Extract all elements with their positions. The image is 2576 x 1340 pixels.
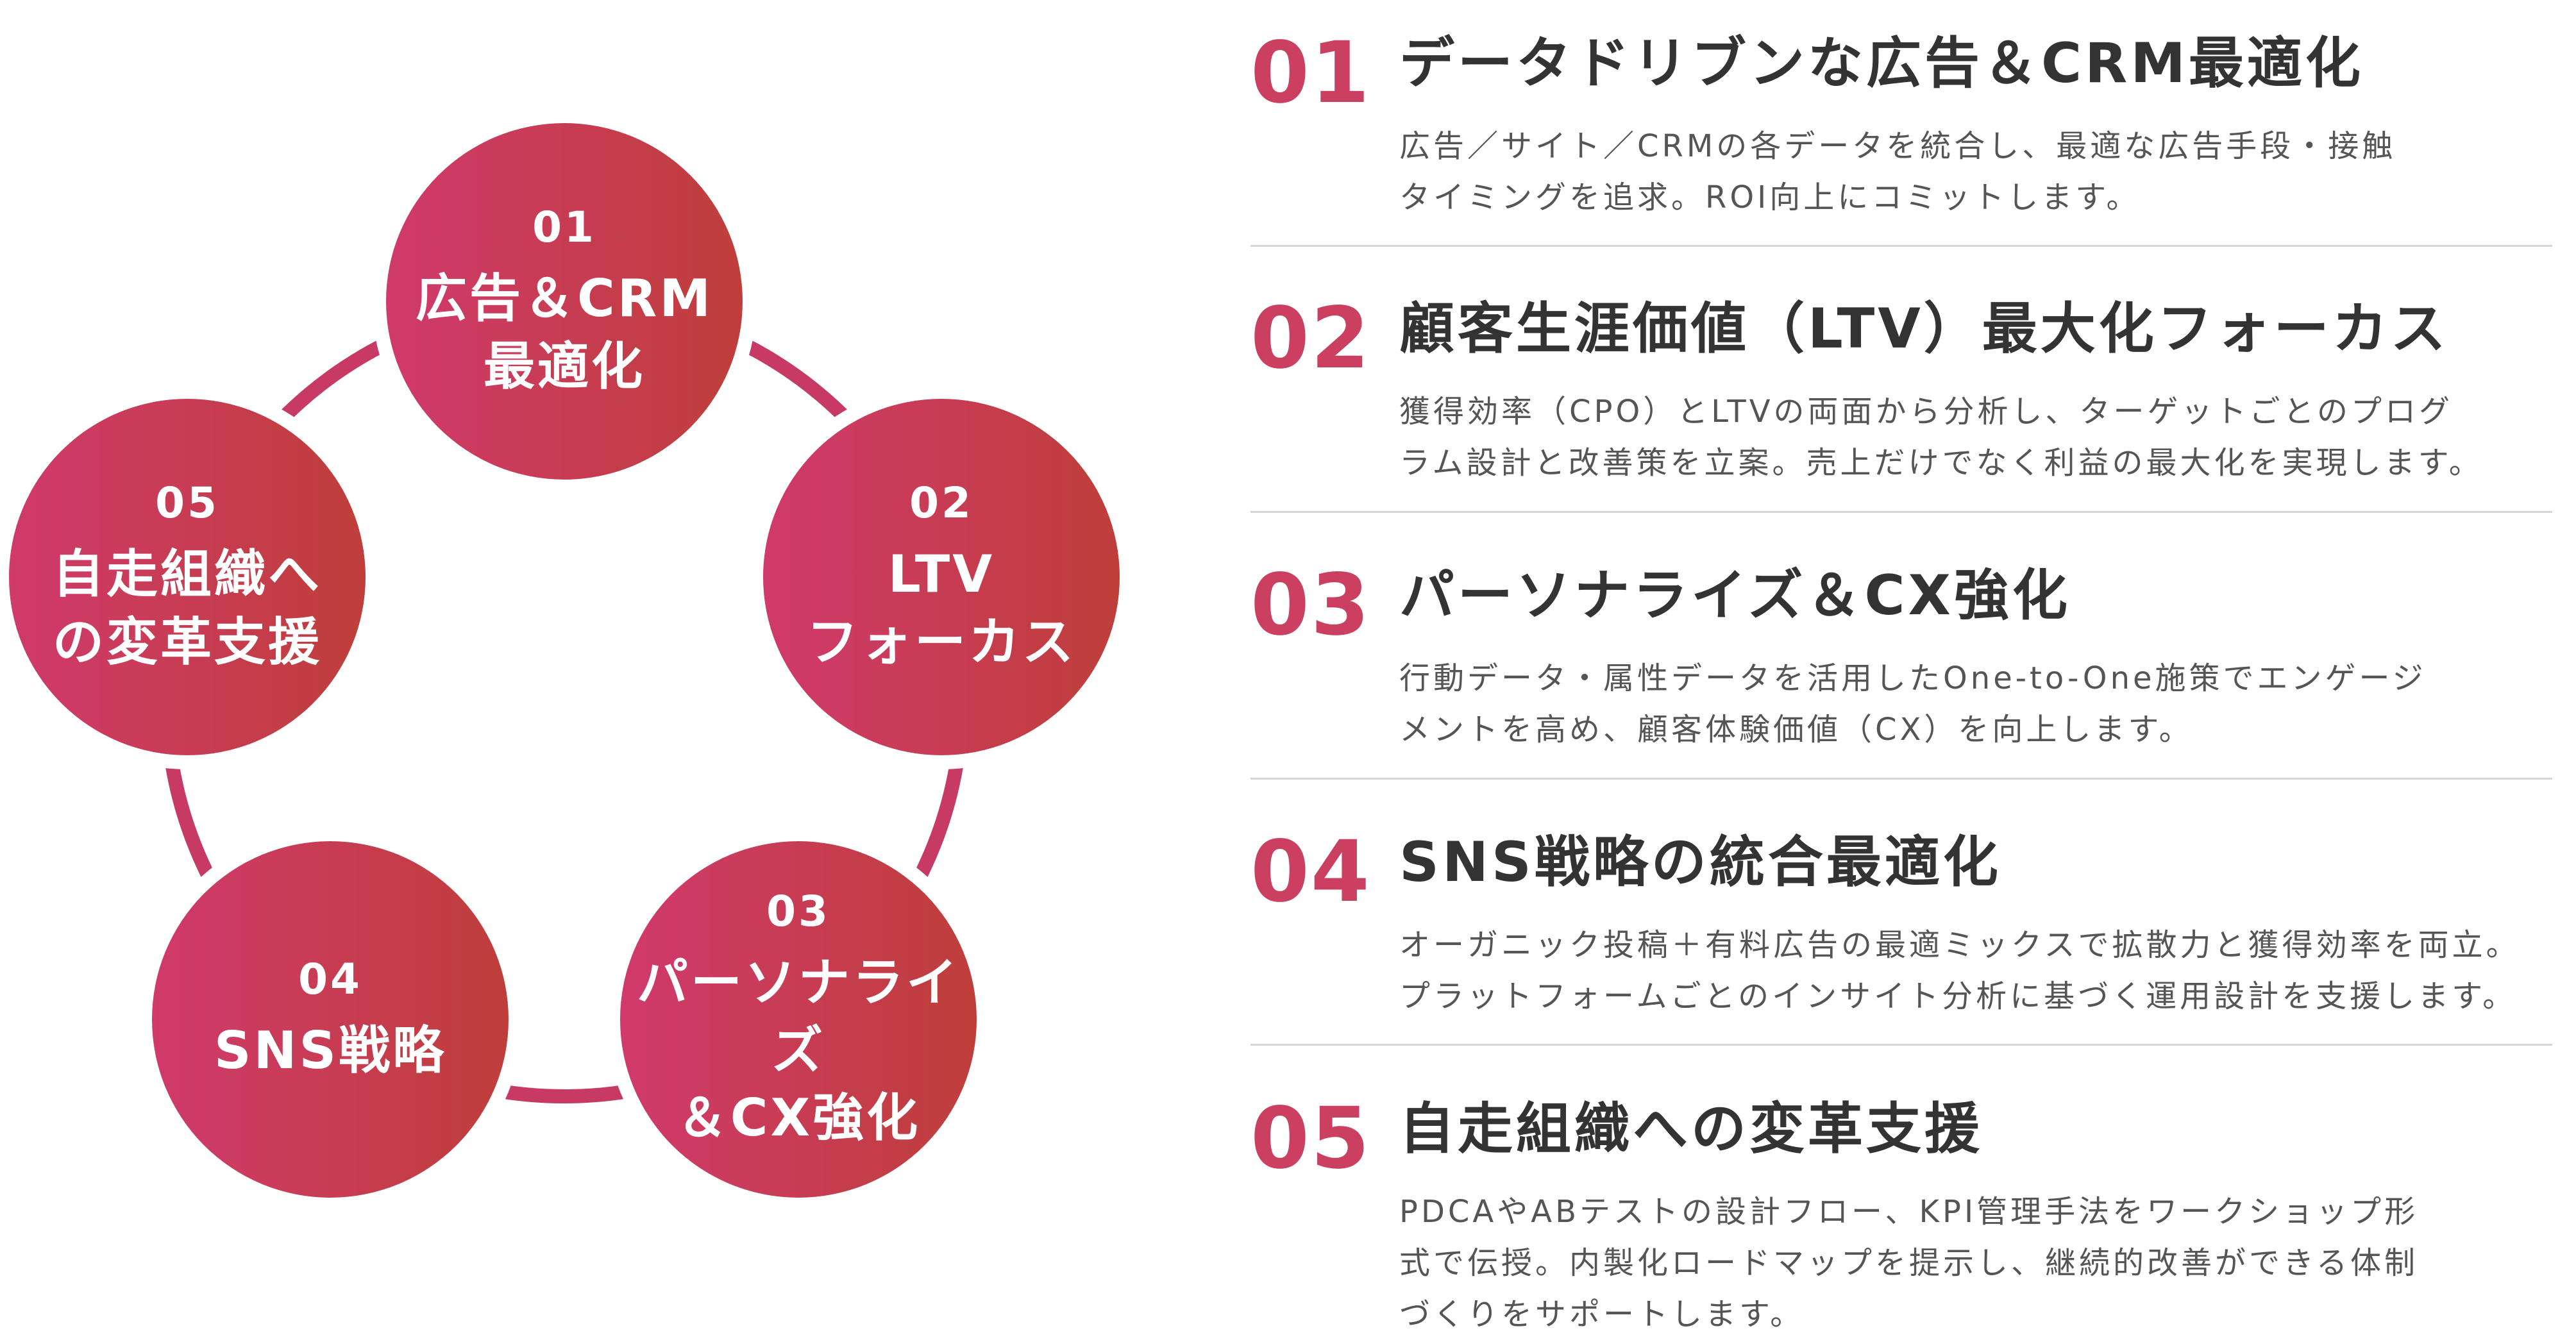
cycle-node-04 [138,827,523,1212]
feature-title: データドリブンな広告＆CRM最適化 [1399,31,2364,96]
feature-description: PDCAやABテストの設計フロー、KPI管理手法をワークショップ形 式で伝授。内… [1399,1194,2419,1332]
feature-number: 05 [1250,1089,1371,1188]
feature-divider [1250,245,2552,247]
cycle-node-02 [749,385,1134,769]
feature-description: 広告／サイト／CRMの各データを統合し、最適な広告手段・接触 タイミングを追求。… [1399,128,2396,215]
cycle-node-01 [372,109,757,494]
feature-number: 04 [1250,823,1371,921]
feature-description: 獲得効率（CPO）とLTVの両面から分析し、ターゲットごとのプログ ラム設計と改… [1399,394,2483,481]
feature-description: オーガニック投稿＋有料広告の最適ミックスで拡散力と獲得効率を両立。 プラットフォ… [1399,927,2520,1014]
feature-number: 03 [1250,556,1371,655]
feature-number: 01 [1250,24,1371,122]
feature-divider [1250,511,2552,513]
cycle-graphic [0,109,1134,1212]
cycle-node-03 [606,827,991,1212]
feature-divider [1250,1044,2552,1046]
feature-number: 02 [1250,289,1371,388]
feature-title: 自走組織への変革支援 [1399,1097,1983,1161]
feature-description: 行動データ・属性データを活用したOne-to-One施策でエンゲージ メントを高… [1399,660,2427,748]
feature-title: 顧客生涯価値（LTV）最大化フォーカス [1399,297,2449,361]
cycle-diagram: 01 広告＆CRM 最適化 02 LTV フォーカス 03 パーソナライズ ＆C… [0,0,1218,1334]
feature-list: 01 データドリブンな広告＆CRM最適化 広告／サイト／CRMの各データを統合し… [1250,0,2559,1334]
feature-title: パーソナライズ＆CX強化 [1399,564,2071,628]
feature-title: SNS戦略の統合最適化 [1399,830,2001,894]
cycle-node-05 [0,385,380,769]
feature-divider [1250,778,2552,780]
